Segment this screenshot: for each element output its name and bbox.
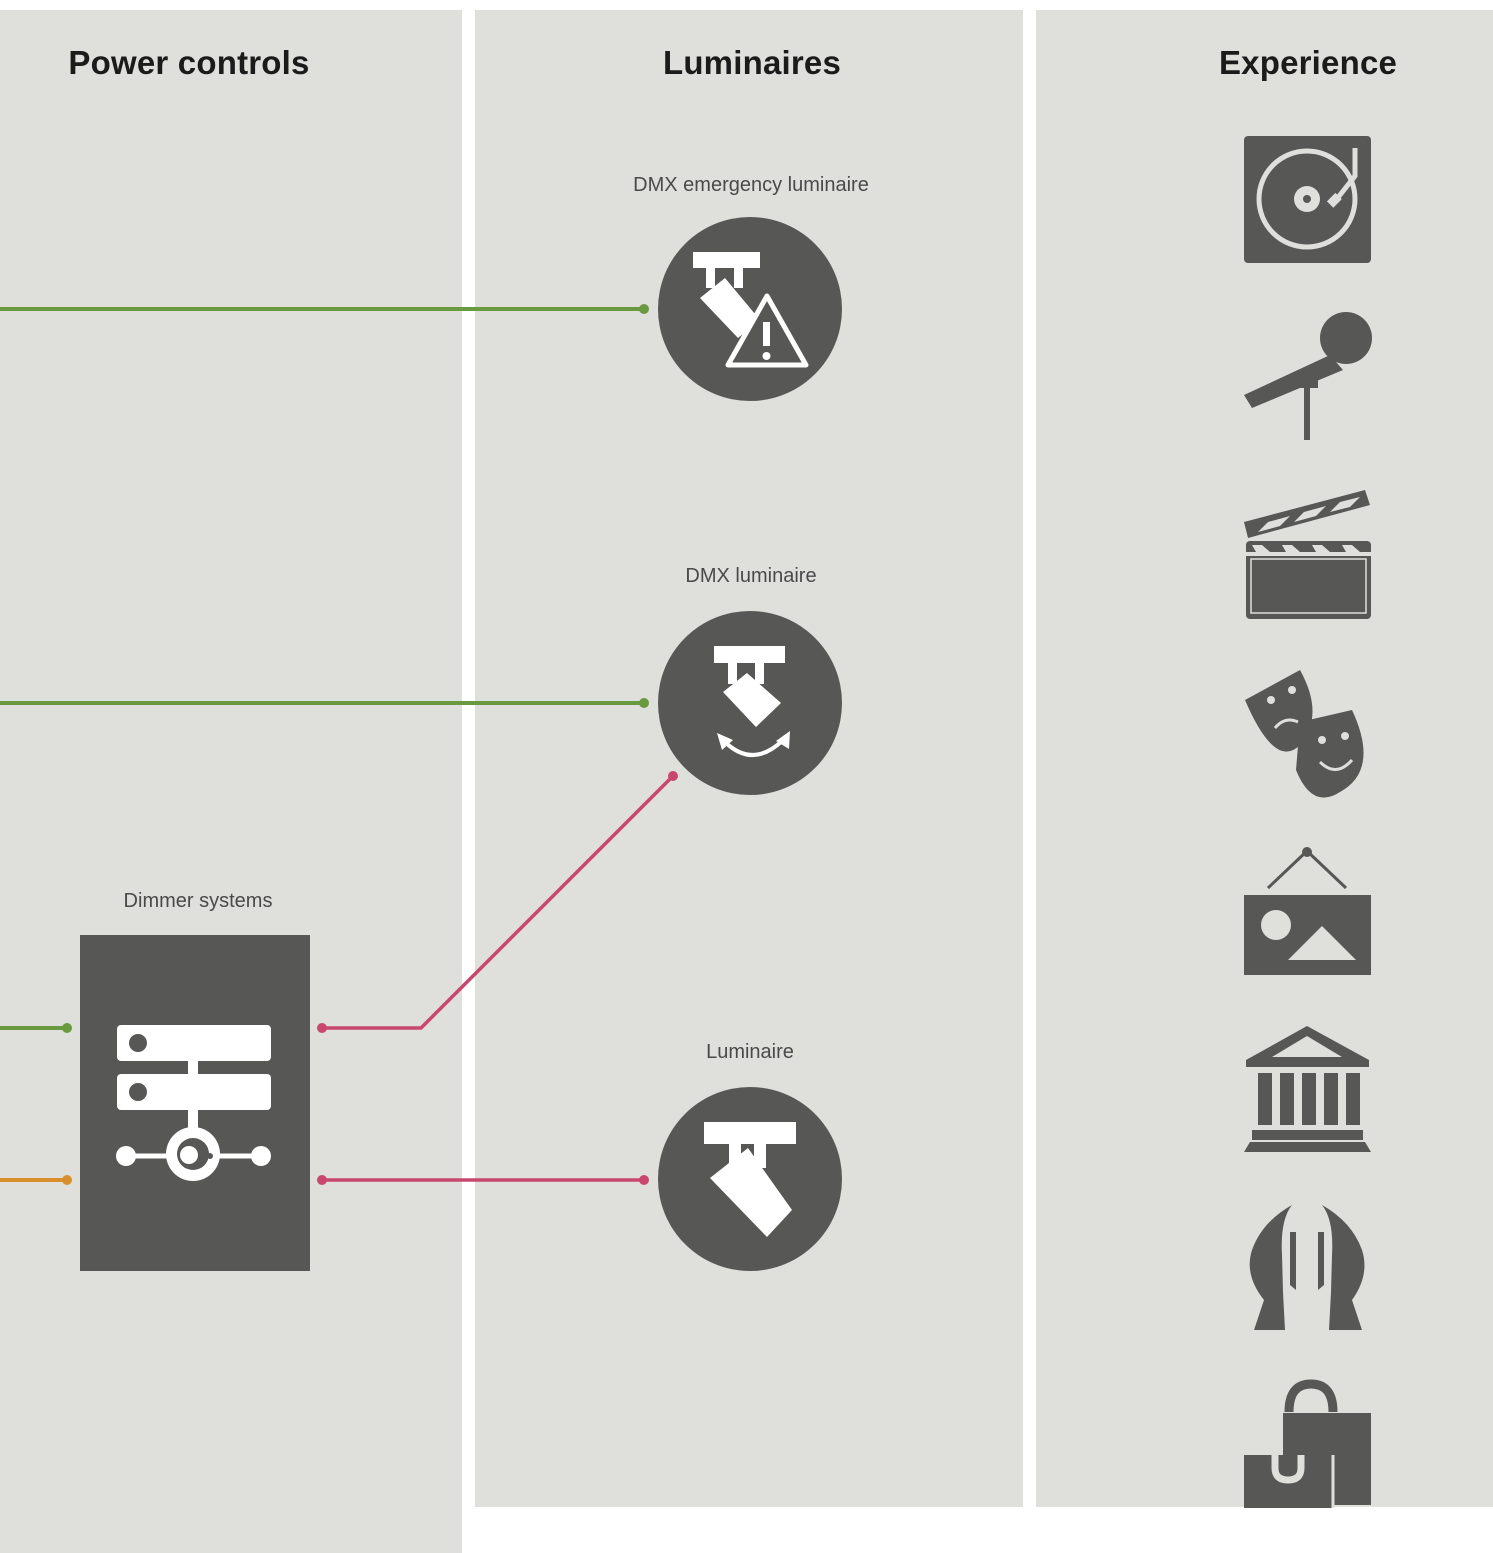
museum-icon [1244,1026,1371,1152]
luminaire-icon [658,1087,842,1271]
theatre-masks-icon [1245,670,1364,798]
power-line-dimmer [0,1023,72,1033]
power-controls-title: Power controls [68,44,310,81]
shopping-bags-icon [1244,1379,1371,1508]
dimmer-to-dmx-luminaire-line [317,771,678,1033]
microphone-icon [1244,312,1372,440]
power-line-dmx [0,698,649,708]
hanging-picture-icon [1244,847,1371,975]
dmx-emergency-luminaire-label: DMX emergency luminaire [633,174,869,196]
dimmer-to-luminaire-line [317,1175,649,1185]
dmx-luminaire-label: DMX luminaire [685,565,817,587]
clapperboard-icon [1244,490,1371,619]
emergency-luminaire-icon [658,217,842,401]
power-controls-panel [0,10,462,1553]
mains-line-dimmer [0,1175,72,1185]
luminaires-title: Luminaires [662,44,842,81]
dmx-luminaire-icon [658,611,842,795]
dimmer-system-icon [80,935,310,1271]
dimmer-systems-label: Dimmer systems [123,890,273,912]
praying-hands-icon [1249,1205,1365,1330]
turntable-icon [1244,136,1371,263]
experience-title: Experience [1218,44,1398,81]
power-line-emergency [0,304,649,314]
luminaire-label: Luminaire [706,1041,794,1063]
